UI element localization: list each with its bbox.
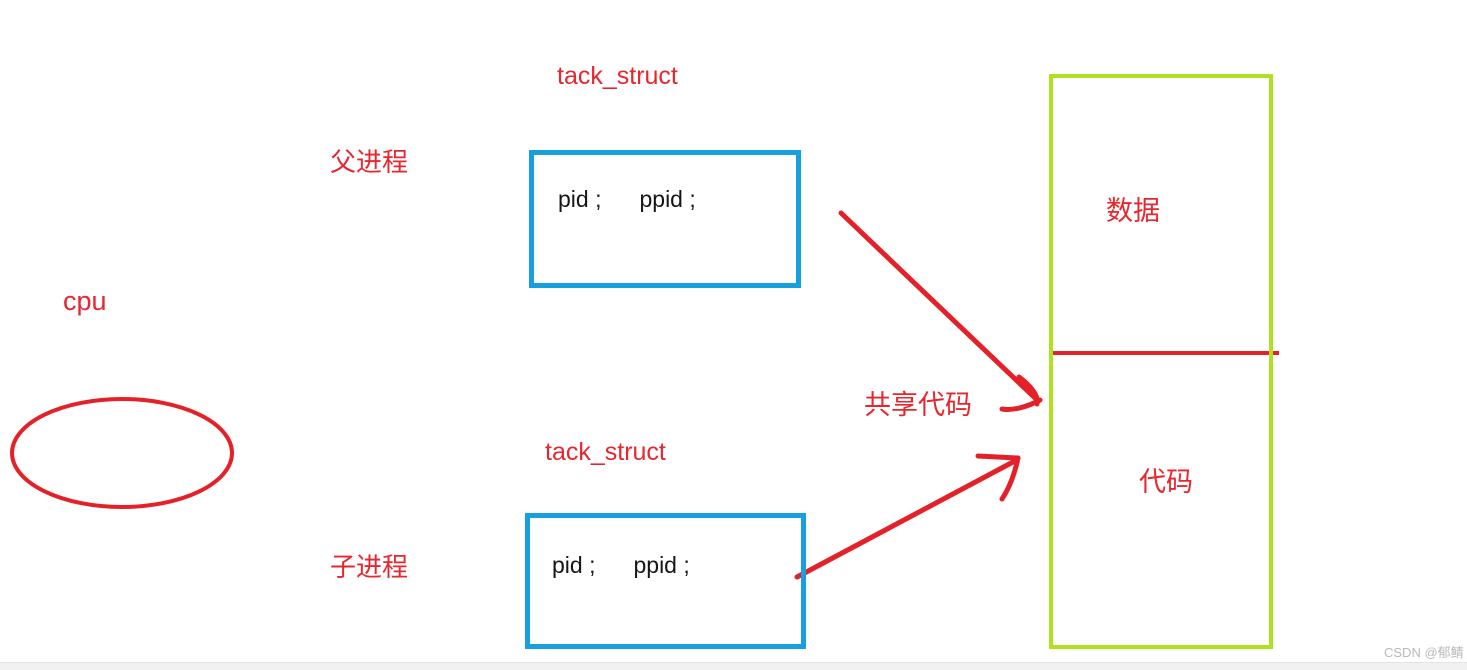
parent-process-label: 父进程 [330,147,409,177]
csdn-watermark: CSDN @郁鲭 [1384,645,1464,660]
parent-ppid-field: ppid ; [639,186,696,212]
memory-box [1049,74,1273,649]
child-pid-field: pid ; [552,552,596,578]
child-ppid-field: ppid ; [633,552,690,578]
cpu-ellipse [10,397,234,509]
page-bottom-strip [0,662,1467,670]
parent-pid-field: pid ; [558,186,602,212]
code-segment-label: 代码 [1139,467,1193,497]
shared-code-label: 共享代码 [864,390,972,420]
cpu-label: cpu [63,286,107,316]
parent-task-struct-box: pid ; ppid ; [529,150,801,288]
child-to-code-arrow [794,453,1021,580]
child-process-label: 子进程 [330,552,409,582]
child-task-struct-box: pid ; ppid ; [525,513,806,649]
data-segment-label: 数据 [1106,196,1160,226]
parent-task-struct-title: tack_struct [557,62,678,90]
child-task-struct-title: tack_struct [545,438,666,466]
parent-to-code-arrow [838,210,1043,412]
